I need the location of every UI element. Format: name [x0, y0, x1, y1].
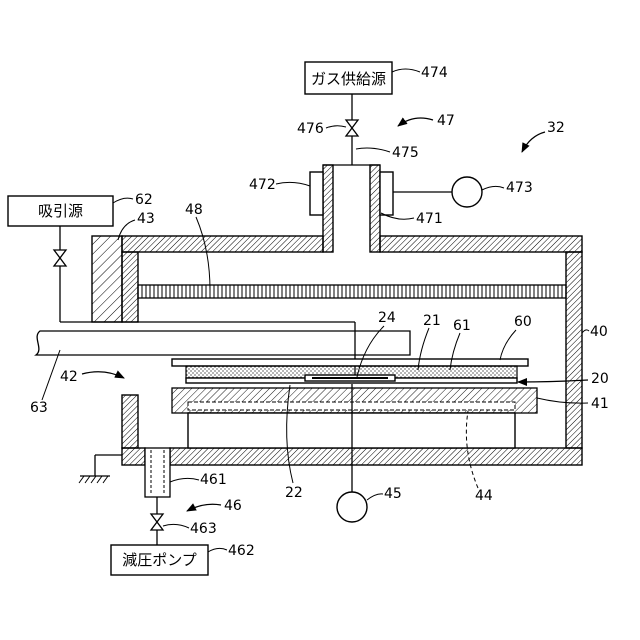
label-475: 475 [392, 145, 419, 161]
label-62: 62 [135, 192, 153, 208]
arrow-47 [398, 118, 433, 126]
label-43: 43 [137, 211, 155, 227]
leader-472 [276, 182, 310, 186]
motor-45-circle [337, 492, 367, 522]
label-60: 60 [514, 314, 532, 330]
label-46: 46 [224, 498, 242, 514]
transfer-arm-63 [36, 331, 410, 355]
leader-476 [326, 126, 346, 128]
leader-62 [113, 198, 133, 203]
label-40: 40 [590, 324, 608, 340]
label-42: 42 [60, 369, 78, 385]
label-45: 45 [384, 486, 402, 502]
label-463: 463 [190, 521, 217, 537]
chamber-bottom-wall-right [170, 448, 582, 465]
label-32: 32 [547, 120, 565, 136]
label-20: 20 [591, 371, 609, 387]
chamber-right-wall [566, 252, 582, 448]
leader-475 [356, 148, 390, 152]
gas-supply-label: ガス供給源 [311, 70, 386, 88]
label-63: 63 [30, 400, 48, 416]
leader-40 [582, 330, 589, 333]
label-461: 461 [200, 472, 227, 488]
chamber-left-wall-upper [122, 252, 138, 322]
label-476: 476 [297, 121, 324, 137]
label-41: 41 [591, 396, 609, 412]
label-48: 48 [185, 202, 203, 218]
label-22: 22 [285, 485, 303, 501]
label-472: 472 [249, 177, 276, 193]
chamber-bottom-wall-left [122, 448, 145, 465]
leader-463 [163, 524, 189, 528]
leader-474 [392, 69, 420, 72]
shower-plate-48 [138, 285, 566, 298]
leader-45 [367, 494, 383, 500]
label-44: 44 [475, 488, 493, 504]
label-21: 21 [423, 313, 441, 329]
arrow-32 [522, 132, 545, 152]
leader-461 [170, 478, 199, 482]
vacuum-pump-label: 減圧ポンプ [122, 551, 197, 569]
label-471: 471 [416, 211, 443, 227]
ground-icon [79, 455, 122, 483]
valve-476-icon [346, 120, 358, 136]
label-473: 473 [506, 180, 533, 196]
chamber-top-wall-left [122, 236, 323, 252]
gas-pipe-wall-left [323, 165, 333, 252]
valve-463-icon [151, 514, 163, 530]
suction-valve-icon [54, 250, 66, 266]
chamber-left-wall-lower [122, 395, 138, 448]
clamp-472-left [310, 172, 323, 215]
leader-63 [42, 350, 60, 400]
leader-60 [500, 330, 516, 360]
leader-462 [208, 548, 227, 552]
label-462: 462 [228, 543, 255, 559]
label-24: 24 [378, 310, 396, 326]
leader-48 [196, 217, 210, 290]
block-43 [92, 236, 122, 322]
label-474: 474 [421, 65, 448, 81]
chamber-top-wall-right [380, 236, 582, 252]
clamp-472-right [380, 172, 393, 215]
cover-plate-60 [172, 359, 528, 366]
label-61: 61 [453, 318, 471, 334]
leader-473 [482, 186, 504, 190]
exhaust-pipe-461 [145, 448, 170, 497]
suction-source-label: 吸引源 [38, 202, 83, 220]
arrow-46 [187, 504, 221, 511]
gas-pipe-wall-right [370, 165, 380, 252]
arrow-42 [82, 372, 124, 378]
label-47: 47 [437, 113, 455, 129]
device-473-circle [452, 177, 482, 207]
